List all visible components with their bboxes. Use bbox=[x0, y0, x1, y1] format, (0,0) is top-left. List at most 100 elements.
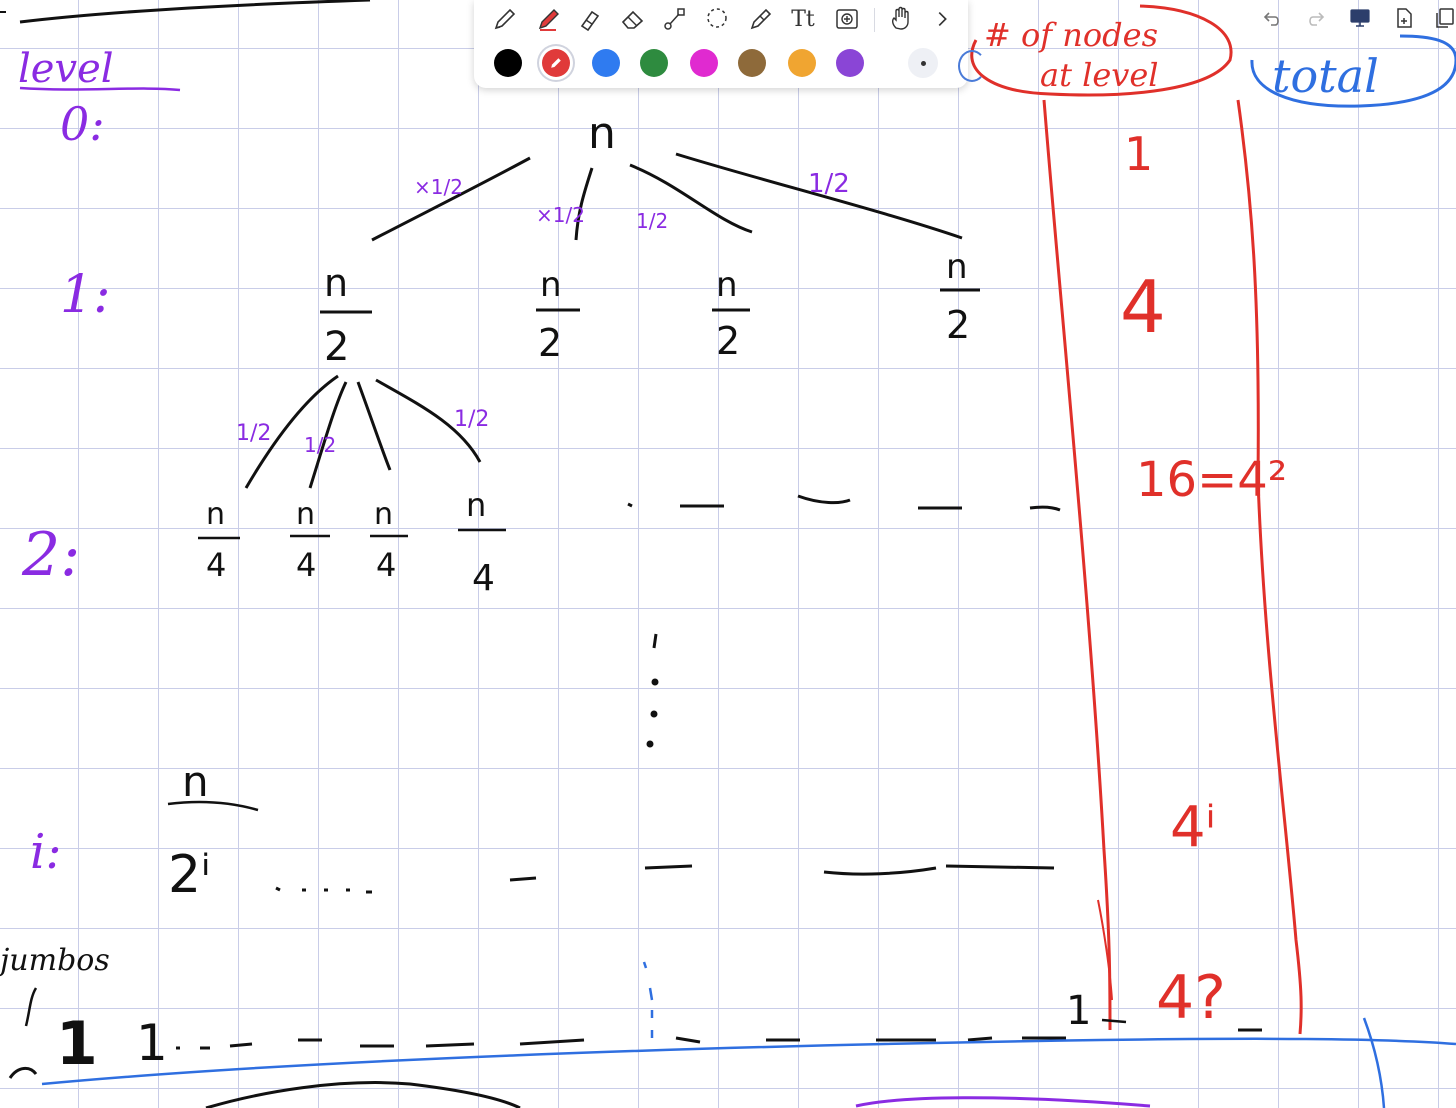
chevron-right-icon[interactable] bbox=[930, 2, 954, 36]
branch-weights-root: ×1/2 ×1/2 1/2 1/2 bbox=[414, 169, 850, 233]
nodes-header-line1: # of nodes bbox=[984, 16, 1158, 54]
svg-text:n: n bbox=[206, 497, 225, 532]
svg-text:n: n bbox=[182, 757, 209, 806]
redo-icon[interactable] bbox=[1302, 4, 1330, 32]
undo-icon[interactable] bbox=[1258, 4, 1286, 32]
stroke-top bbox=[19, 0, 371, 24]
highlighter-icon[interactable] bbox=[532, 2, 566, 36]
column-line-right bbox=[1236, 99, 1303, 1035]
nodes-column: # of nodes at level 1 4 16=4² 4ⁱ 4? 1 bbox=[970, 4, 1303, 1035]
total-header: total bbox=[1272, 49, 1379, 103]
tree-node: n4 bbox=[290, 497, 330, 584]
bottom-one: 1 bbox=[1066, 988, 1091, 1034]
level-2-nodes: n4 n4 n4 n4 bbox=[198, 486, 506, 599]
color-swatch-orange[interactable] bbox=[788, 49, 816, 77]
pen-icon[interactable] bbox=[488, 2, 522, 36]
level-i-dashes bbox=[275, 864, 1055, 894]
level-1-nodes: n 2 n 2 n 2 n 2 bbox=[320, 247, 980, 370]
svg-text:×1/2: ×1/2 bbox=[414, 175, 463, 199]
color-swatch-purple[interactable] bbox=[836, 49, 864, 77]
total-column: total bbox=[1250, 34, 1456, 108]
size-dot-icon bbox=[920, 60, 926, 66]
node-counts: 1 4 16=4² 4ⁱ 4? bbox=[1120, 127, 1287, 1033]
svg-text:1: 1 bbox=[56, 1009, 98, 1079]
toolbar-divider bbox=[874, 8, 875, 32]
level-i-label: i: bbox=[30, 824, 62, 880]
color-swatch-green[interactable] bbox=[640, 49, 668, 77]
image-icon[interactable] bbox=[830, 2, 864, 36]
svg-text:2: 2 bbox=[538, 321, 562, 365]
color-swatch-brown[interactable] bbox=[738, 49, 766, 77]
count-level-i: 4ⁱ bbox=[1170, 795, 1216, 860]
svg-text:1/2: 1/2 bbox=[304, 433, 336, 457]
level-2-dashes bbox=[627, 494, 1061, 512]
root-branches bbox=[371, 152, 963, 242]
level-1-label: 1: bbox=[60, 265, 111, 325]
stroke-size-ring[interactable] bbox=[958, 50, 986, 82]
base-ones: 1 1 bbox=[56, 1009, 168, 1079]
stroke-size-button[interactable] bbox=[908, 48, 938, 78]
svg-text:n: n bbox=[540, 265, 562, 305]
text-icon[interactable]: Tt bbox=[786, 2, 820, 36]
svg-text:2: 2 bbox=[716, 319, 740, 363]
nodes-header-line2: at level bbox=[1040, 56, 1159, 94]
hand-icon[interactable] bbox=[884, 2, 918, 36]
tree-node: n 2 bbox=[536, 265, 580, 365]
top-right-controls bbox=[1250, 0, 1456, 36]
level-labels: level 0: 1: 2: i: bbox=[18, 46, 181, 880]
add-page-icon[interactable] bbox=[1390, 4, 1418, 32]
level-2-label: 2: bbox=[21, 520, 80, 590]
base-dashes bbox=[176, 1028, 1262, 1050]
tree-node: n 2 bbox=[320, 261, 372, 370]
count-level-2: 16=4² bbox=[1136, 452, 1287, 508]
tree-node: n 2 bbox=[712, 265, 750, 363]
color-swatch-magenta[interactable] bbox=[690, 49, 718, 77]
color-swatch-blue[interactable] bbox=[592, 49, 620, 77]
count-level-1: 4 bbox=[1120, 265, 1166, 349]
svg-text:1/2: 1/2 bbox=[808, 169, 850, 199]
monitor-icon[interactable] bbox=[1346, 4, 1374, 32]
svg-text:1/2: 1/2 bbox=[454, 407, 489, 432]
total-baseline bbox=[41, 961, 1456, 1108]
tree-root: n bbox=[588, 108, 616, 159]
tree-node: n 2 bbox=[940, 247, 980, 347]
svg-text:n: n bbox=[324, 261, 348, 305]
eraser-icon[interactable] bbox=[616, 2, 650, 36]
svg-text:1: 1 bbox=[136, 1014, 168, 1072]
svg-text:×1/2: ×1/2 bbox=[536, 203, 585, 227]
svg-text:2: 2 bbox=[946, 303, 970, 347]
svg-text:2: 2 bbox=[324, 324, 349, 370]
total-header-circle bbox=[1250, 34, 1456, 108]
base-label: jumbos bbox=[0, 943, 110, 978]
level-header: level bbox=[18, 46, 114, 92]
lasso-icon[interactable] bbox=[700, 2, 734, 36]
level-2-branches bbox=[244, 374, 482, 489]
svg-text:1/2: 1/2 bbox=[636, 209, 668, 233]
marker-icon[interactable] bbox=[574, 2, 608, 36]
tree-node: n4 bbox=[370, 497, 408, 584]
svg-text:4: 4 bbox=[296, 546, 316, 584]
level-i-node: n 2ⁱ bbox=[167, 757, 259, 905]
shape-icon[interactable] bbox=[658, 2, 692, 36]
svg-text:4: 4 bbox=[376, 546, 396, 584]
count-level-0: 1 bbox=[1124, 127, 1153, 181]
vertical-ellipsis bbox=[646, 633, 659, 748]
column-line-left bbox=[1042, 99, 1112, 1031]
text-tool-label: Tt bbox=[791, 6, 815, 32]
svg-text:n: n bbox=[466, 486, 486, 524]
header-circle bbox=[970, 4, 1233, 97]
tree-node: n4 bbox=[198, 497, 240, 584]
color-swatch-red[interactable] bbox=[542, 49, 570, 77]
svg-text:2ⁱ: 2ⁱ bbox=[168, 845, 210, 905]
pages-icon[interactable] bbox=[1430, 4, 1456, 32]
tree-node: n4 bbox=[458, 486, 506, 599]
svg-text:n: n bbox=[716, 265, 738, 305]
color-swatch-black[interactable] bbox=[494, 49, 522, 77]
level-0-label: 0: bbox=[60, 97, 105, 151]
svg-text:n: n bbox=[374, 497, 393, 532]
count-base: 4? bbox=[1156, 963, 1226, 1033]
laser-pointer-icon[interactable] bbox=[744, 2, 778, 36]
svg-text:n: n bbox=[946, 247, 968, 287]
